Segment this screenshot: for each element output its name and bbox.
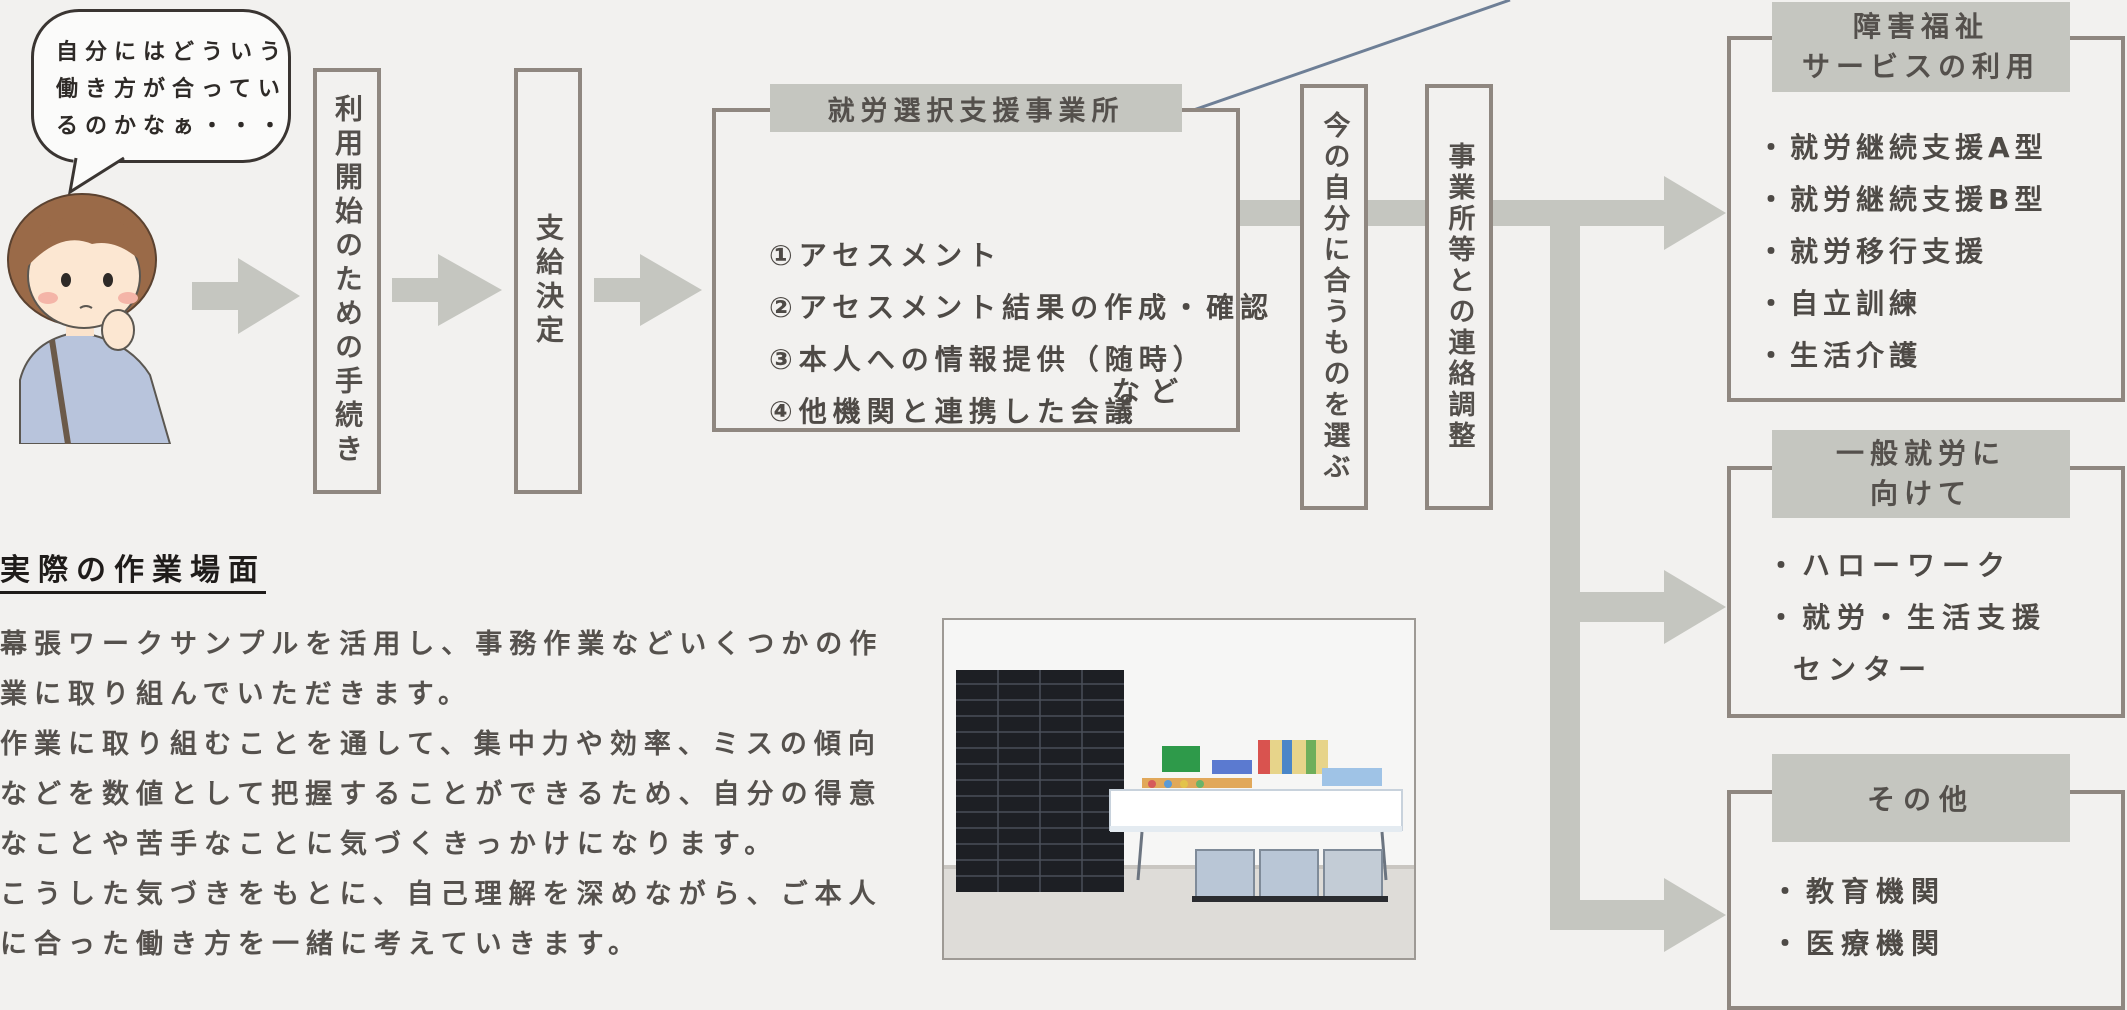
welfare-item: ・就労移行支援 (1757, 235, 1989, 268)
welfare-item: ・自立訓練 (1757, 287, 1923, 320)
thinking-person-illustration (7, 193, 172, 444)
bubble-line: 自分にはどういう (56, 40, 289, 65)
other-item: ・医療機関 (1771, 927, 1947, 960)
step-choose: 今の自分に合うものを選ぶ (1300, 84, 1368, 510)
work-scene-heading: 実際の作業場面 (0, 545, 266, 594)
other-item: ・教育機関 (1771, 875, 1947, 908)
bar-to-general (1550, 592, 1670, 622)
bubble-line: 働き方が合ってい (56, 77, 287, 102)
office-item-information: ③本人への情報提供（随時） (769, 343, 1207, 376)
bubble-line: るのかなぁ・・・ (56, 114, 289, 139)
general-item: ・就労・生活支援 (1767, 601, 2048, 634)
work-sample-photo (942, 618, 1416, 960)
general-title-line: 向けて (1869, 477, 1972, 510)
paragraph-line: 業に取り組んでいただきます。 (0, 679, 472, 710)
general-item: センター (1793, 653, 1934, 686)
arrow-to-decision (392, 254, 502, 326)
flow-connectors (192, 0, 1726, 952)
office-item-results: ②アセスメント結果の作成・確認 (769, 291, 1275, 324)
paragraph-line: こうした気づきをもとに、自己理解を深めながら、ご本人 (0, 879, 883, 910)
speech-bubble: 自分にはどういう 働き方が合ってい るのかなぁ・・・ (31, 9, 291, 163)
bubble-tail (67, 156, 126, 196)
trunk-vertical (1550, 200, 1580, 930)
office-item-assessment: ①アセスメント (769, 239, 1003, 272)
paragraph-line: などを数値として把握することができるため、自分の得意 (0, 779, 883, 810)
other-item-list: ・教育機関 ・医療機関 (1771, 870, 1946, 974)
step-coordinate: 事業所等との連絡調整 (1425, 84, 1493, 510)
support-office-panel: ①アセスメント ②アセスメント結果の作成・確認 ③本人への情報提供（随時） ④他… (712, 108, 1268, 432)
arrow-to-welfare (1664, 176, 1726, 250)
general-employment-title: 一般就労に 向けて (1772, 430, 2070, 518)
welfare-title-line: サービスの利用 (1801, 50, 2040, 83)
paragraph-line: 幕張ワークサンプルを活用し、事務作業などいくつかの作 (0, 629, 884, 660)
welfare-services-title: 障害福祉 サービスの利用 (1772, 2, 2070, 92)
work-scene-paragraph: 幕張ワークサンプルを活用し、事務作業などいくつかの作 業に取り組んでいただきます… (0, 622, 883, 972)
arrow-to-other (1664, 878, 1726, 952)
paragraph-line: に合った働き方を一緒に考えていきます。 (0, 929, 642, 960)
office-item-list: ①アセスメント ②アセスメント結果の作成・確認 ③本人への情報提供（随時） ④他… (769, 234, 1274, 442)
office-item-meeting: ④他機関と連携した会議 (769, 395, 1139, 428)
welfare-item-list: ・就労継続支援A型 ・就労継続支援B型 ・就労移行支援 ・自立訓練 ・生活介護 (1757, 126, 2048, 386)
support-office-title: 就労選択支援事業所 (770, 84, 1182, 132)
paragraph-line: なことや苦手なことに気づくきっかけになります。 (0, 829, 779, 860)
step-payment-decision: 支給決定 (514, 68, 582, 494)
bar-office-to-choose (1238, 200, 1302, 226)
welfare-item: ・生活介護 (1757, 339, 1923, 372)
welfare-services-panel: ・就労継続支援A型 ・就労継続支援B型 ・就労移行支援 ・自立訓練 ・生活介護 (1727, 36, 2125, 402)
other-title: その他 (1772, 754, 2070, 842)
general-title-line: 一般就労に (1835, 437, 2006, 470)
office-etc: など (1112, 375, 1189, 408)
bar-choose-to-coordinate (1366, 200, 1428, 226)
welfare-item: ・就労継続支援B型 (1757, 183, 2048, 216)
general-item: ・ハローワーク (1767, 549, 2013, 582)
paragraph-line: 作業に取り組むことを通して、集中力や効率、ミスの傾向 (0, 729, 882, 760)
arrow-to-office (594, 254, 702, 326)
step-procedure: 利用開始のための手続き (313, 68, 381, 494)
welfare-title-line: 障害福祉 (1852, 10, 1989, 43)
welfare-item: ・就労継続支援A型 (1757, 131, 2048, 164)
general-item-list: ・ハローワーク ・就労・生活支援 センター (1767, 544, 2047, 700)
bar-to-other (1550, 900, 1670, 930)
arrow-to-procedure (192, 258, 300, 334)
arrow-to-general (1664, 570, 1726, 644)
